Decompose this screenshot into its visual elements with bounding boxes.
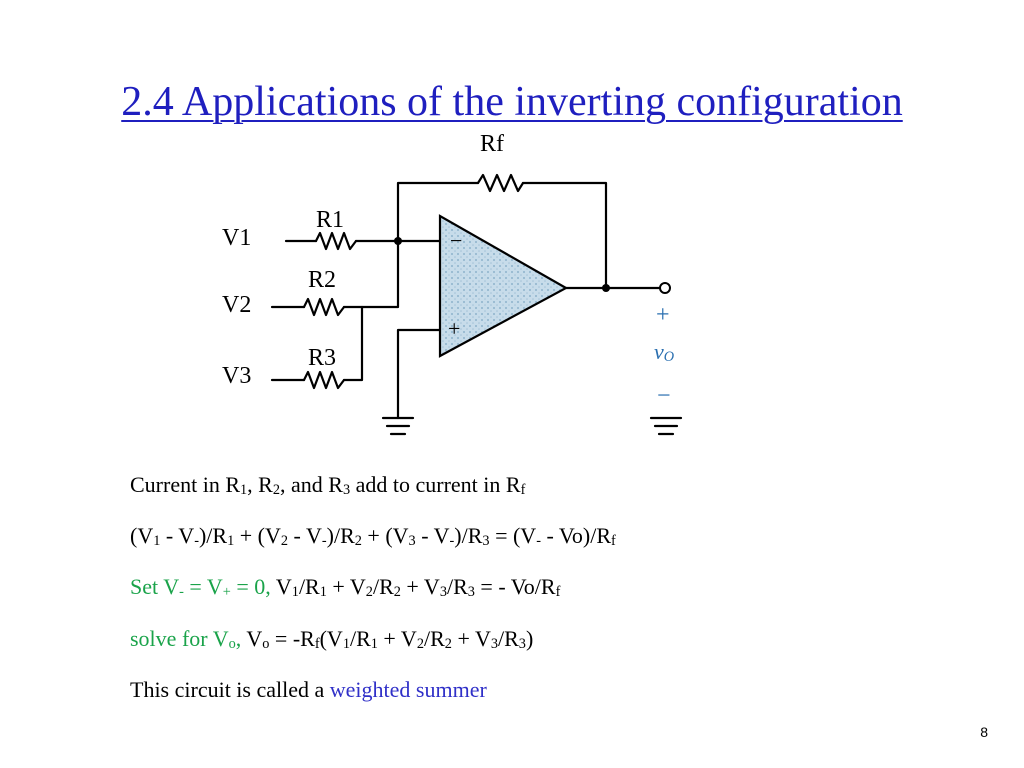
rf-resistor: [476, 173, 525, 193]
r2-resistor: [302, 297, 346, 317]
r1-resistor: [314, 231, 358, 251]
inverting-input-sign: −: [450, 228, 463, 253]
equation-line-2: (V1 - V-)/R1 + (V2 - V-)/R2 + (V3 - V-)/…: [130, 523, 616, 550]
junction-dot: [394, 237, 402, 245]
r2-label: R2: [308, 267, 337, 293]
weighted-summer-term: weighted summer: [329, 677, 487, 702]
op-amp-triangle: [438, 214, 569, 358]
equation-line-4: solve for Vo, Vo = -Rf(V1/R1 + V2/R2 + V…: [130, 626, 534, 653]
equation-line-1: Current in R1, R2, and R3 add to current…: [130, 472, 526, 499]
output-minus-sign: −: [657, 383, 671, 409]
v2-label: V2: [222, 292, 252, 318]
equation-line-5: This circuit is called a weighted summer: [130, 677, 487, 702]
v1-label: V1: [222, 225, 252, 251]
summing-amplifier-circuit: [270, 173, 683, 436]
v3-label: V3: [222, 363, 252, 389]
r3-label: R3: [308, 345, 337, 371]
feedback-wire-right: [521, 181, 608, 290]
slide-title: 2.4 Applications of the inverting config…: [121, 79, 903, 125]
rf-label: Rf: [480, 131, 504, 157]
vo-subscript: O: [663, 349, 675, 366]
junction-dot-output: [602, 284, 610, 292]
vo-symbol: v: [654, 339, 664, 364]
vo-label: vO: [654, 339, 675, 366]
feedback-wire: [396, 181, 480, 243]
noninverting-input-sign: +: [448, 316, 461, 341]
output-plus-sign: +: [656, 302, 670, 328]
page-number: 8: [980, 724, 988, 740]
r1-label: R1: [316, 207, 345, 233]
output-terminal: [659, 282, 671, 294]
r3-resistor: [302, 370, 346, 390]
equation-line-3: Set V- = V+ = 0, V1/R1 + V2/R2 + V3/R3 =…: [130, 574, 561, 601]
